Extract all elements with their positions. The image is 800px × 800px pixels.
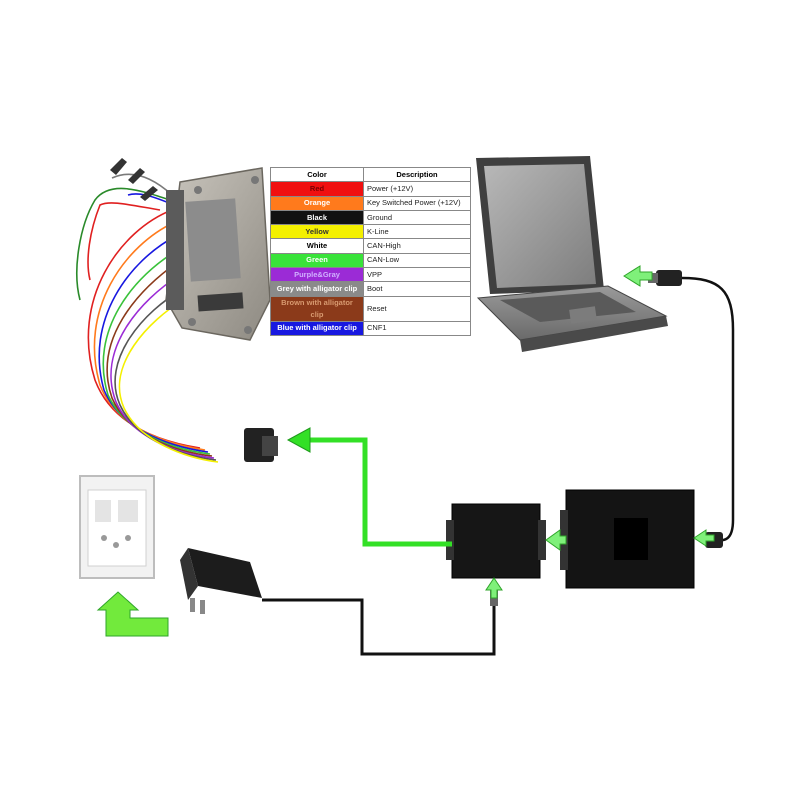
legend-description: Power (+12V) [363,181,471,197]
ecu-data-cable [310,437,452,547]
legend-description: CAN-Low [363,252,471,269]
arrow-to-socket [96,591,169,637]
legend-description: Key Switched Power (+12V) [363,195,471,211]
arrow-to-ecu [286,427,311,453]
alligator-clips [110,158,158,201]
arrow-between-boxes [545,529,567,551]
laptop-icon [476,156,668,352]
legend-description: K-Line [363,224,471,240]
interface-box-icon [446,503,546,579]
legend-description: Reset [363,295,471,322]
legend-color-swatch: Yellow [270,224,364,240]
legend-color-swatch: Black [270,209,364,226]
legend-header-description: Description [363,166,471,183]
legend-description: VPP [363,267,471,283]
arrow-to-programmer [693,529,715,547]
legend-color-swatch: Red [270,181,364,197]
legend-color-swatch: Green [270,252,364,269]
legend-color-swatch: Brown with alligator clip [270,295,364,322]
legend-description: CAN-High [363,238,471,254]
programmer-box-icon [560,489,695,589]
power-cable [262,598,496,656]
legend-color-swatch: Purple&Gray [270,267,364,283]
legend-color-swatch: Orange [270,195,364,211]
legend-description: Boot [363,281,471,297]
legend-color-swatch: White [270,238,364,254]
legend-header-color: Color [270,166,364,183]
arrow-to-laptop [623,265,653,287]
legend-description: Ground [363,209,471,226]
power-adapter-icon [180,548,262,614]
legend-color-swatch: Grey with alligator clip [270,281,364,297]
legend-description: CNF1 [363,320,471,336]
wall-socket-icon [79,475,155,579]
harness-connector [244,428,278,462]
arrow-power-in [485,577,503,599]
legend-color-swatch: Blue with alligator clip [270,320,364,336]
ecu-icon [165,167,271,341]
